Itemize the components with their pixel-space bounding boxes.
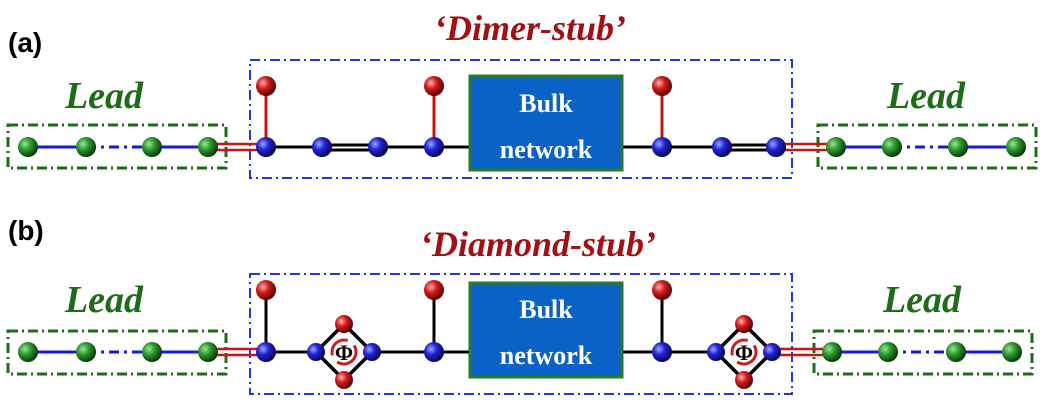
panel-b-label: (b) xyxy=(8,215,44,246)
diamond-site xyxy=(335,315,353,333)
chain-site xyxy=(368,137,388,157)
lead-site xyxy=(878,342,898,362)
lead-site xyxy=(18,137,38,157)
lead-site xyxy=(826,137,846,157)
left-lead-label-b: Lead xyxy=(64,279,144,321)
chain-sites-a xyxy=(256,137,786,157)
lead-site xyxy=(946,342,966,362)
stub-sites-a xyxy=(256,76,672,96)
right-coupling-b xyxy=(772,347,832,357)
diamond-site xyxy=(735,371,753,389)
chain-site xyxy=(707,343,725,361)
unit-cell-box-a xyxy=(249,59,793,179)
unit-cell-box-b xyxy=(249,273,793,395)
lead-sites-b xyxy=(18,342,1022,362)
diamond-site xyxy=(335,371,353,389)
panel-a-label: (a) xyxy=(8,27,42,58)
chain-site xyxy=(312,137,332,157)
lead-site xyxy=(76,137,96,157)
left-lead-box-b xyxy=(6,329,228,376)
right-coupling-a xyxy=(776,142,836,152)
stub-sites-b xyxy=(256,280,753,389)
chain-site xyxy=(256,342,276,362)
bulk-network-box-a xyxy=(468,74,624,172)
chain-site xyxy=(766,137,786,157)
chain-site xyxy=(363,343,381,361)
chain-site xyxy=(256,137,276,157)
bulk-network-label-a-line1: Bulk xyxy=(519,89,573,118)
lead-site xyxy=(1006,137,1026,157)
lead-site xyxy=(142,342,162,362)
lead-site xyxy=(882,137,902,157)
left-coupling-b xyxy=(208,347,266,357)
lead-site xyxy=(948,137,968,157)
lead-site xyxy=(822,342,842,362)
left-coupling-a xyxy=(208,142,266,152)
right-lead-label-b: Lead xyxy=(882,279,962,321)
chain-site xyxy=(652,342,672,362)
flux-loop-icon xyxy=(730,338,758,366)
panel-b-title: ‘Diamond-stub’ xyxy=(420,224,656,264)
bulk-network-box-b xyxy=(468,281,624,379)
chain-site xyxy=(763,343,781,361)
flux-symbol-right: Φ xyxy=(735,340,753,365)
stub-site xyxy=(256,76,276,96)
bulk-network-label-a-line2: network xyxy=(500,135,593,164)
diamond-site xyxy=(735,315,753,333)
right-lead-box-a xyxy=(816,123,1038,170)
lead-site xyxy=(76,342,96,362)
stubs-b xyxy=(264,290,664,352)
lead-site xyxy=(198,342,218,362)
chain-site xyxy=(424,137,444,157)
bulk-network-label-b-line1: Bulk xyxy=(519,295,573,324)
flux-symbol-left: Φ xyxy=(335,340,353,365)
panel-b: (b) ‘Diamond-stub’ Lead Lead xyxy=(6,215,1034,395)
chain-site xyxy=(424,342,444,362)
stub-site xyxy=(652,76,672,96)
lead-site xyxy=(1002,342,1022,362)
stub-site xyxy=(424,76,444,96)
bulk-network-label-b-line2: network xyxy=(500,341,593,370)
chain-sites-b xyxy=(256,342,781,362)
chain-site xyxy=(307,343,325,361)
chain-site xyxy=(712,137,732,157)
chain-site xyxy=(652,137,672,157)
flux-loop-icon xyxy=(330,338,358,366)
left-lead-label-a: Lead xyxy=(64,75,144,117)
lead-site xyxy=(142,137,162,157)
lead-site xyxy=(18,342,38,362)
panel-a: (a) ‘Dimer-stub’ Lead Lead xyxy=(6,8,1038,179)
left-lead-box-a xyxy=(6,123,228,170)
stub-site xyxy=(652,280,672,300)
panel-a-title: ‘Dimer-stub’ xyxy=(434,8,626,48)
right-lead-box-b xyxy=(812,329,1034,376)
stub-site xyxy=(256,280,276,300)
stub-site xyxy=(424,280,444,300)
lead-site xyxy=(198,137,218,157)
lead-sites-a xyxy=(18,137,1026,157)
right-lead-label-a: Lead xyxy=(886,75,966,117)
